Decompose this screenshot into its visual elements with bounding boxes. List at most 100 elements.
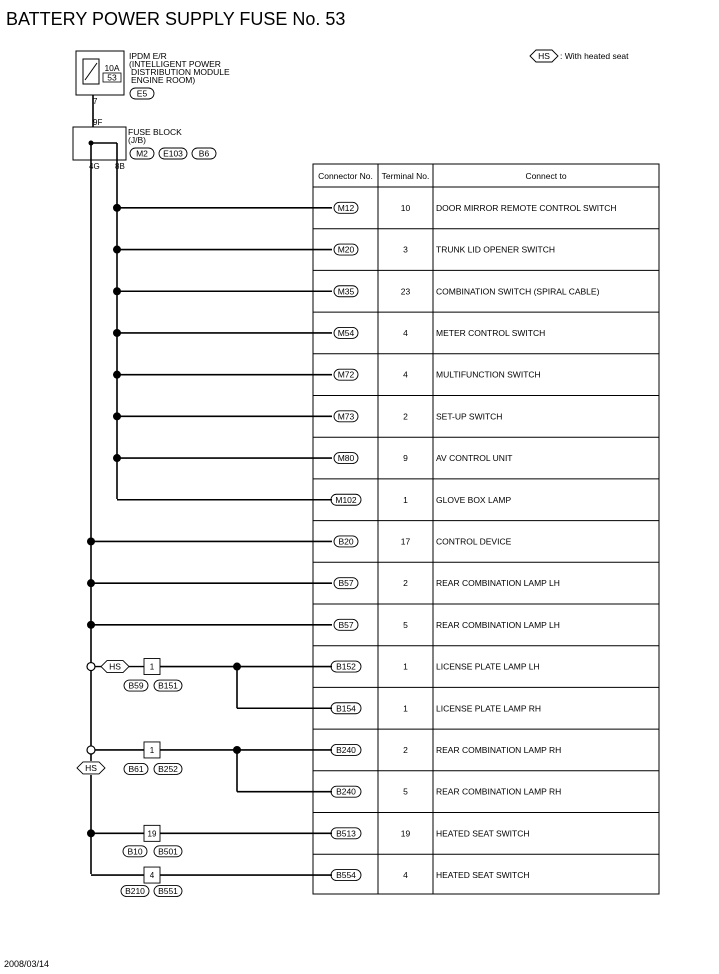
connector-badge-label: M73 xyxy=(338,411,355,421)
connector-badge-shape xyxy=(333,368,359,381)
inline-connector-badge-shape xyxy=(153,845,183,858)
inline-pin-box-label: 1 xyxy=(150,746,155,755)
inline-connector-badge-shape xyxy=(123,763,149,775)
inline-connector-badge-label: B501 xyxy=(158,846,178,856)
terminal-number: 2 xyxy=(403,745,408,755)
terminal-number: 2 xyxy=(403,411,408,421)
fuse-block-connector-1-badge xyxy=(129,147,155,160)
fuse-number: 53 xyxy=(107,73,117,83)
connector-badge-label: B152 xyxy=(336,662,356,672)
connector-badge-shape xyxy=(333,577,359,590)
connect-to-label: REAR COMBINATION LAMP LH xyxy=(436,620,560,630)
junction-dot xyxy=(113,203,121,212)
inline-connector-badge: B501 xyxy=(153,845,183,858)
fuse-amps: 10A xyxy=(104,63,119,73)
connector-badge-label: M20 xyxy=(338,245,355,255)
inline-connector-badge-label: B151 xyxy=(158,681,178,691)
inline-pin-box-label: 1 xyxy=(150,663,155,672)
hs-inline-badge-shape xyxy=(100,660,130,673)
ipdm-label-1: IPDM E/R xyxy=(129,51,167,61)
table-row: M102 1 GLOVE BOX LAMP xyxy=(313,478,659,506)
connector-badge-label: M72 xyxy=(338,370,355,380)
connect-to-label: LICENSE PLATE LAMP RH xyxy=(436,703,541,713)
inline-pin-box: 1 xyxy=(143,658,161,675)
fuse-block-connector-3: B6 xyxy=(199,149,210,159)
connector-badge: B554 xyxy=(330,869,362,881)
terminal-number: 19 xyxy=(401,828,411,838)
terminal-number: 5 xyxy=(403,620,408,630)
inline-pin-box-shape xyxy=(143,658,161,675)
hs-inline-badge: HS xyxy=(100,660,130,673)
hs-bus-badge: HS xyxy=(76,761,106,775)
connector-badge-shape xyxy=(333,410,359,423)
connector-badge: M54 xyxy=(333,327,359,339)
connector-badge: M35 xyxy=(333,285,359,298)
inline-pin-box: 1 xyxy=(143,741,161,759)
fuse-block-connector-2: E103 xyxy=(163,149,183,159)
terminal-number: 10 xyxy=(401,203,411,213)
table-frame xyxy=(312,163,660,895)
junction-dot xyxy=(87,537,95,546)
fuse-block-connector-1: M2 xyxy=(136,149,148,159)
inline-connector-badge-shape xyxy=(153,885,183,897)
fuse-block-label-2: (J/B) xyxy=(128,135,146,145)
connector-badge: B154 xyxy=(330,702,362,715)
terminal-number: 4 xyxy=(403,328,408,338)
inline-connector-badge: B59 xyxy=(123,679,149,692)
ipdm-label-4: ENGINE ROOM) xyxy=(131,75,195,85)
connect-to-label: COMBINATION SWITCH (SPIRAL CABLE) xyxy=(436,286,600,296)
terminal-number: 17 xyxy=(401,536,411,546)
connector-badge: B20 xyxy=(333,535,359,548)
fuse-block-pin-out-b: 8B xyxy=(115,162,125,171)
ipdm-label-3: DISTRIBUTION MODULE xyxy=(131,67,230,77)
table-header-connect-to: Connect to xyxy=(525,171,566,181)
fuse-block-connector-3-badge xyxy=(191,147,217,160)
connector-badge: M102 xyxy=(330,493,362,506)
terminal-number: 2 xyxy=(403,578,408,588)
connect-to-label: DOOR MIRROR REMOTE CONTROL SWITCH xyxy=(436,203,617,213)
inline-pin-box: 19 xyxy=(143,824,161,842)
inline-connector-badge-label: B252 xyxy=(158,764,178,774)
inline-pin-box-shape xyxy=(143,824,161,842)
splice-open-dot xyxy=(86,745,96,755)
inline-pin-box: 4 xyxy=(143,866,161,884)
connect-to-label: MULTIFUNCTION SWITCH xyxy=(436,370,541,380)
fuse-number-box xyxy=(102,72,122,83)
connector-badge-shape xyxy=(333,201,359,214)
connector-badge-label: M54 xyxy=(338,328,355,338)
junction-dot xyxy=(87,620,95,629)
connect-to-label: GLOVE BOX LAMP xyxy=(436,495,511,505)
fuse-block-junction-dot xyxy=(88,140,94,146)
hs-legend-badge-shape xyxy=(529,49,559,63)
ipdm-connector: E5 xyxy=(137,89,148,99)
connector-badge-shape xyxy=(333,535,359,548)
fuse-symbol-element xyxy=(84,62,98,81)
connector-badge-shape xyxy=(333,618,359,631)
inline-connector-badge-label: B59 xyxy=(128,681,143,691)
inline-connector-badge-label: B210 xyxy=(125,886,145,896)
connector-table: Connector No. Terminal No. Connect to M1… xyxy=(312,163,660,895)
terminal-number: 1 xyxy=(403,495,408,505)
inline-pin-box-label: 4 xyxy=(150,871,155,880)
connector-badge-label: B240 xyxy=(336,787,356,797)
connector-badge-shape xyxy=(333,243,359,256)
junction-dot xyxy=(113,412,121,421)
hs-bus-badge-shape xyxy=(76,761,106,775)
hs-legend-text: : With heated seat xyxy=(560,51,629,61)
inline-connector-badge-shape xyxy=(123,679,149,692)
junction-dot xyxy=(113,328,121,337)
terminal-number: 5 xyxy=(403,787,408,797)
connector-badge-label: B554 xyxy=(336,870,356,880)
inline-connector-badge: B551 xyxy=(153,885,183,897)
connector-badge: M20 xyxy=(333,243,359,256)
wires xyxy=(90,95,118,874)
inline-connector-badge-shape xyxy=(153,679,183,692)
